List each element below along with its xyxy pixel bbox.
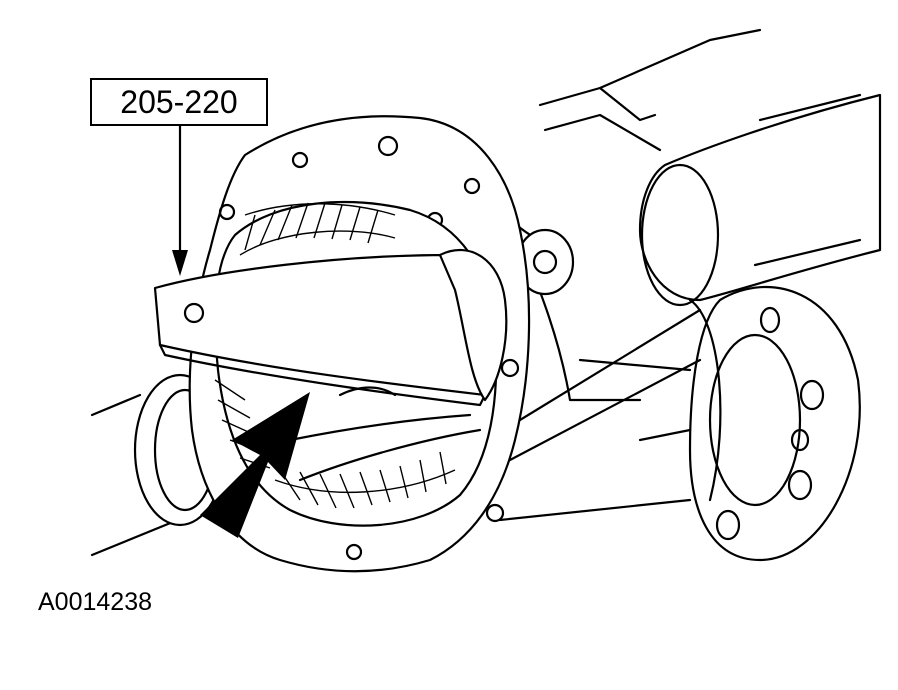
tool-number: 205-220	[120, 83, 238, 120]
figure-id: A0014238	[38, 588, 153, 616]
callout-leader	[172, 124, 188, 276]
tool-number-callout: 205-220	[90, 78, 268, 126]
axle-flange	[688, 285, 861, 562]
direction-arrow	[200, 392, 310, 538]
axle-tube	[538, 28, 882, 307]
ring-gear	[214, 202, 482, 509]
carrier-housing	[498, 208, 722, 522]
spreader-tool	[153, 249, 508, 407]
